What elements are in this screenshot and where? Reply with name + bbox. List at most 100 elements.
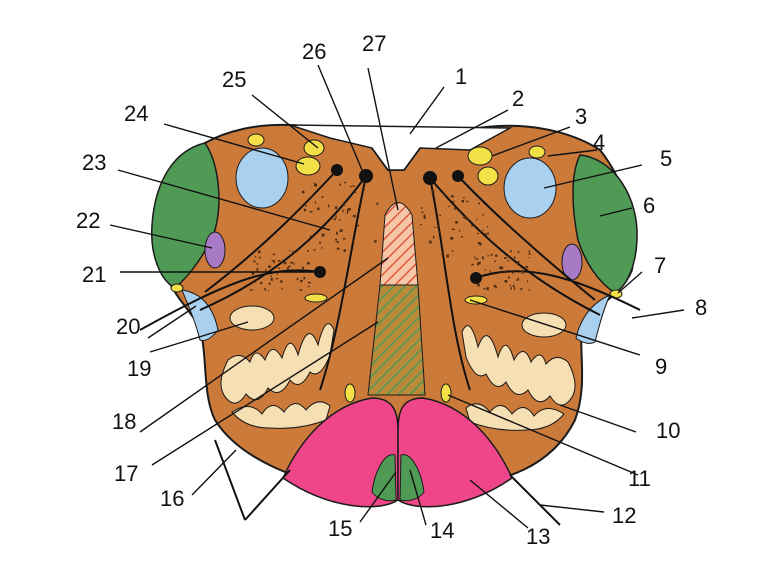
speckle [461,200,465,203]
blue-oval-left [235,147,289,209]
label-12: 12 [612,503,636,528]
label-5: 5 [660,146,672,171]
speckle [277,260,281,262]
label-8: 8 [695,295,707,320]
speckle [512,284,515,288]
speckle [420,224,422,226]
speckle [300,279,303,283]
speckle [429,240,432,244]
speckle [441,253,444,256]
speckles [250,181,531,291]
speckle [339,219,341,221]
speckle [314,183,317,187]
cream-oval-right [521,312,567,338]
speckle [254,255,257,258]
speckle [504,280,508,283]
speckle [431,190,435,194]
speckle [253,260,256,263]
label-13: 13 [526,524,550,549]
green-bottom-left [371,454,397,502]
speckle [306,262,310,265]
speckle [288,265,291,268]
label-19: 19 [127,356,151,381]
speckle [493,284,497,288]
speckle [251,272,255,275]
speckle [280,280,283,283]
speckle [347,208,349,212]
speckle [250,289,253,291]
speckle [476,218,478,221]
speckle [514,287,516,290]
speckle [446,254,449,258]
speckle [264,287,266,291]
speckle [349,186,352,188]
speckle [303,208,307,212]
speckle [528,250,530,253]
speckle [308,285,310,288]
speckle [432,236,435,239]
speckle [464,215,466,219]
speckle [271,260,274,262]
speckle [335,206,338,210]
speckle [299,289,303,291]
speckle [273,259,275,263]
speckle [463,196,465,199]
speckle [289,250,291,252]
speckle [260,281,263,285]
label-16: 16 [160,486,184,511]
speckle [344,181,347,184]
speckle [527,280,529,282]
speckle [263,272,266,274]
label-17: 17 [114,461,138,486]
label-18: 18 [112,409,136,434]
speckle [465,217,469,220]
midline-lower-hatch [367,284,426,396]
speckle [516,279,519,281]
speckle [517,277,519,281]
speckle [357,224,359,227]
speckle [458,229,461,232]
speckle [478,202,480,205]
speckle [500,266,504,270]
speckle [343,203,346,206]
speckle [528,257,530,259]
speckle [258,250,261,254]
speckle [482,256,484,260]
speckle [296,277,299,281]
speckle [448,205,451,207]
speckle [513,256,516,260]
speckle [510,287,512,290]
speckle [292,250,294,253]
speckle [439,214,441,217]
label-22: 22 [76,208,100,233]
speckle [272,253,275,256]
speckle [336,241,339,244]
speckle [333,218,336,221]
label-14: 14 [430,518,454,543]
speckle [420,207,423,209]
speckle [477,232,480,235]
speckle [336,247,340,250]
speckle [510,250,512,253]
blue-oval-right [503,157,557,219]
speckle [363,189,365,191]
speckle [528,289,531,291]
speckle [281,287,283,290]
speckle [307,281,311,284]
speckle [321,196,324,198]
speckle [301,190,305,194]
speckle [503,270,506,273]
blue-notch-right [575,294,611,344]
speckle [450,236,454,240]
label-6: 6 [643,193,655,218]
speckle [509,284,511,287]
label-2: 2 [512,86,524,111]
speckle [486,287,489,291]
label-20: 20 [116,314,140,339]
speckle [310,195,313,197]
speckle [270,278,273,281]
speckle [512,271,514,275]
speckle [503,257,507,259]
speckle [286,267,289,270]
nerve-roots [139,169,641,526]
